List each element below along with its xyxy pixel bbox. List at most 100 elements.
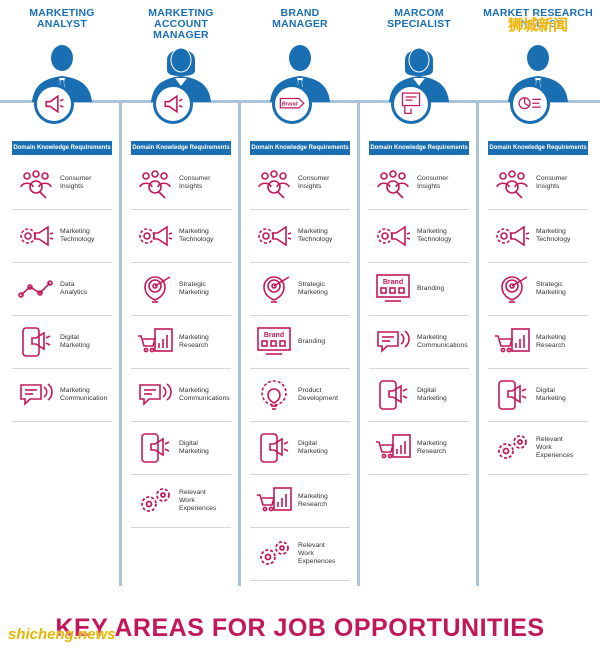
skill-label: Digital Marketing (179, 440, 209, 455)
skill-item: Digital Marketing (369, 369, 469, 422)
domain-knowledge-header: Domain Knowledge Requirements (131, 141, 231, 155)
skill-item: Marketing Research (369, 422, 469, 475)
megaphone-magnifier-icon (34, 84, 74, 124)
column-divider (238, 100, 241, 586)
skill-item: Consumer Insights (369, 157, 469, 210)
skill-item: Data Analytics (12, 263, 112, 316)
people-magnifier-icon (258, 170, 290, 199)
skill-label: Marketing Technology (536, 228, 571, 243)
skill-label: Product Development (298, 387, 339, 402)
skill-item: Marketing Communication (12, 369, 112, 422)
people-magnifier-icon (377, 170, 409, 199)
skill-item: Marketing Research (488, 316, 588, 369)
cart-chart-icon (376, 434, 411, 459)
domain-knowledge-header: Domain Knowledge Requirements (488, 141, 588, 155)
skill-label: Relevant Work Experiences (536, 436, 574, 459)
skill-label: Consumer Insights (417, 175, 449, 190)
gear-megaphone-icon (258, 225, 292, 247)
skill-label: Strategic Marketing (536, 281, 566, 296)
role-title: MARKETING ANALYST (29, 7, 95, 30)
skill-item: Digital Marketing (488, 369, 588, 422)
brand-board-icon: Brand (376, 274, 410, 302)
skill-label: Branding (298, 338, 326, 345)
skill-item: Marketing Technology (12, 210, 112, 263)
skill-item: Strategic Marketing (250, 263, 350, 316)
skill-item: Relevant Work Experiences (488, 422, 588, 475)
skill-label: Marketing Research (417, 440, 447, 455)
line-chart-icon (18, 280, 53, 298)
skill-item: Marketing Communications (131, 369, 231, 422)
skill-item: Product Development (250, 369, 350, 422)
skill-item: Strategic Marketing (488, 263, 588, 316)
skill-item: Marketing Technology (369, 210, 469, 263)
role-title: MARKETING ACCOUNT MANAGER (148, 7, 214, 41)
speech-bubble-icon (139, 383, 172, 406)
skill-item: Digital Marketing (12, 316, 112, 369)
cart-chart-icon (257, 487, 292, 512)
brand-board-icon: Brand (257, 327, 291, 355)
skill-label: Marketing Technology (417, 228, 452, 243)
skill-label: Strategic Marketing (179, 281, 209, 296)
skill-item: Marketing Research (131, 316, 231, 369)
gears-icon (141, 488, 170, 512)
people-magnifier-icon (20, 170, 52, 199)
skill-item: Marketing Research (250, 475, 350, 528)
phone-megaphone-icon (22, 327, 51, 357)
skill-label: Digital Marketing (417, 387, 447, 402)
skill-label: Digital Marketing (60, 334, 90, 349)
brand-tag-icon: Brand (272, 84, 312, 124)
skill-label: Consumer Insights (179, 175, 211, 190)
gear-megaphone-icon (496, 225, 530, 247)
target-bulb-icon (501, 276, 528, 303)
domain-knowledge-header: Domain Knowledge Requirements (250, 141, 350, 155)
phone-megaphone-icon (498, 380, 527, 410)
footer-title: KEY AREAS FOR JOB OPPORTUNITIES (55, 614, 545, 642)
people-magnifier-icon (139, 170, 171, 199)
skill-label: Marketing Research (179, 334, 209, 349)
skill-label: Consumer Insights (298, 175, 330, 190)
role-title: BRAND MANAGER (272, 7, 328, 30)
skill-label: Marketing Technology (298, 228, 333, 243)
skill-item: Strategic Marketing (131, 263, 231, 316)
domain-knowledge-header: Domain Knowledge Requirements (369, 141, 469, 155)
tablet-hand-icon (391, 84, 431, 124)
role-column: MARKETING ACCOUNT MANAGER Domain Knowledg… (125, 0, 237, 588)
target-bulb-icon (263, 276, 290, 303)
skill-label: Marketing Research (536, 334, 566, 349)
watermark-top: 狮城新闻 (508, 17, 569, 34)
skill-label: Marketing Communication (60, 387, 108, 402)
megaphone-icon (153, 84, 193, 124)
speech-bubble-icon (20, 383, 53, 406)
skill-item: Marketing Technology (131, 210, 231, 263)
speech-bubble-icon (377, 330, 410, 353)
skill-label: Relevant Work Experiences (298, 542, 336, 565)
skill-item: Digital Marketing (131, 422, 231, 475)
column-divider (357, 100, 360, 586)
role-column: MARKETING ANALYST Domain Knowledge Requir… (6, 0, 118, 588)
skill-label: Strategic Marketing (298, 281, 328, 296)
domain-knowledge-header: Domain Knowledge Requirements (12, 141, 112, 155)
gear-bulb-icon (261, 380, 287, 410)
skill-label: Marketing Research (298, 493, 328, 508)
cart-chart-icon (138, 328, 173, 353)
svg-text:Brand: Brand (383, 279, 403, 286)
skill-label: Digital Marketing (298, 440, 328, 455)
skill-item: Consumer Insights (131, 157, 231, 210)
gear-megaphone-icon (20, 225, 54, 247)
skill-label: Digital Marketing (536, 387, 566, 402)
phone-megaphone-icon (379, 380, 408, 410)
skill-label: Marketing Communications (417, 334, 468, 349)
skill-item: Marketing Technology (488, 210, 588, 263)
skill-item: Consumer Insights (488, 157, 588, 210)
pie-chart-icon (510, 84, 550, 124)
svg-text:Brand: Brand (282, 102, 298, 108)
gear-megaphone-icon (377, 225, 411, 247)
skill-item: Marketing Technology (250, 210, 350, 263)
svg-text:Brand: Brand (264, 332, 284, 339)
cart-chart-icon (495, 328, 530, 353)
